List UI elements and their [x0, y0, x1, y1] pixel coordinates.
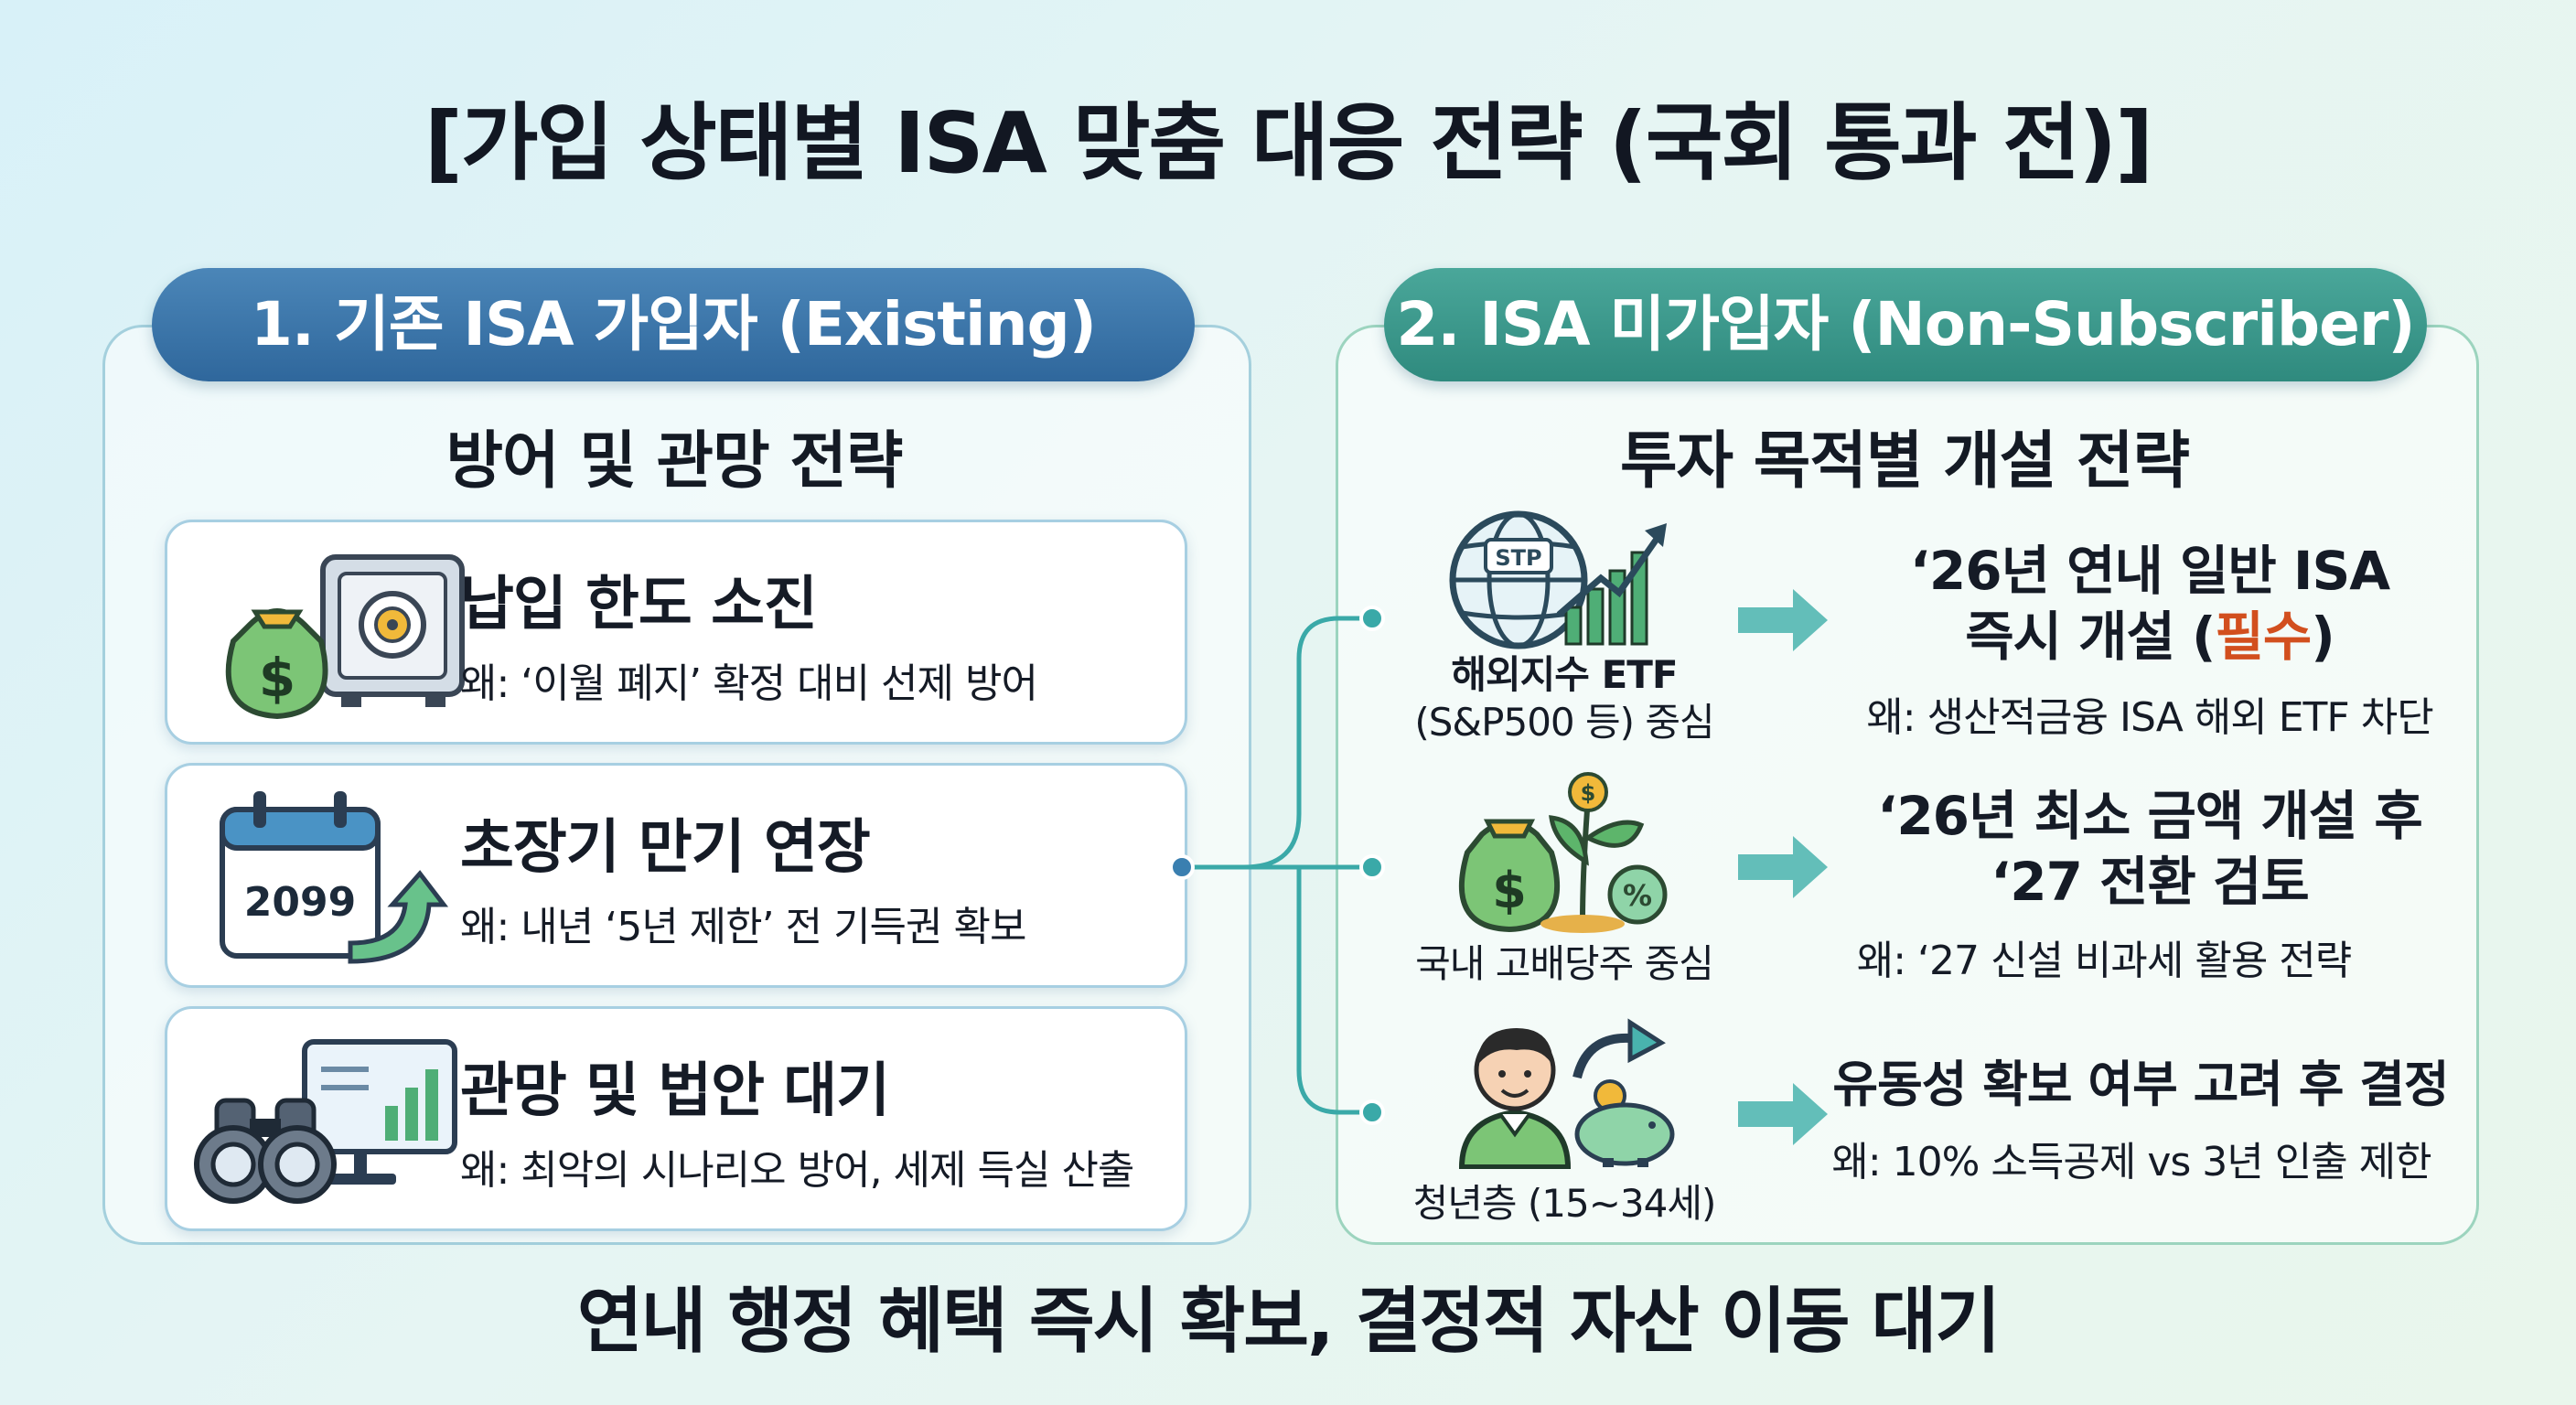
domestic-dividend-label: 국내 고배당주 중심 [1415, 941, 1714, 986]
result-line1: ‘26년 연내 일반 ISA [1909, 540, 2390, 602]
youth-label: 청년층 (15~34세) [1412, 1181, 1717, 1226]
calendar-2099-icon: 2099 [220, 791, 449, 964]
binoculars-monitor-icon [194, 1039, 457, 1204]
card-reason: 왜: 최악의 시나리오 방어, 세제 득실 산출 [460, 1147, 1134, 1194]
result-minimum-opening: ‘26년 최소 금액 개설 후 ‘27 전환 검토 [1820, 783, 2479, 915]
result-line2: ‘27 전환 검토 [1991, 851, 2310, 913]
result-reason: 왜: 생산적금융 ISA 해외 ETF 차단 [1866, 694, 2433, 741]
card-contribution-limit: $ 납입 한도 소진 왜: ‘이월 폐지’ 확정 대비 선제 방어 [165, 520, 1187, 745]
young-person-piggy-bank-icon [1458, 1018, 1675, 1169]
svg-text:$: $ [1492, 862, 1527, 919]
calendar-year-text: 2099 [244, 879, 356, 926]
globe-text: STP [1495, 545, 1541, 571]
result-line1: ‘26년 최소 금액 개설 후 [1877, 785, 2422, 847]
result-general-isa: ‘26년 연내 일반 ISA 즉시 개설 (필수) [1848, 538, 2452, 670]
page-title: [가입 상태별 ISA 맞춤 대응 전략 (국회 통과 전)] [424, 94, 2153, 192]
money-bag-safe-icon: $ [225, 554, 465, 720]
result-liquidity-decision: 유동성 확보 여부 고려 후 결정 [1832, 1056, 2449, 1113]
right-section-heading: 투자 목적별 개설 전략 [1619, 425, 2190, 498]
svg-text:$: $ [1581, 780, 1596, 806]
svg-text:%: % [1623, 878, 1652, 913]
money-plant-icon: $ $ % [1458, 772, 1668, 933]
bottom-summary: 연내 행정 혜택 즉시 확보, 결정적 자산 이동 대기 [576, 1281, 2001, 1363]
non-subscriber-header: 2. ISA 미가입자 (Non-Subscriber) [1384, 268, 2427, 381]
card-maturity-extension: 2099 초장기 만기 연장 왜: 내년 ‘5년 제한’ 전 기득권 확보 [165, 763, 1187, 988]
result-reason: 왜: 10% 소득공제 vs 3년 인출 제한 [1831, 1139, 2431, 1185]
left-section-heading: 방어 및 관망 전략 [445, 425, 904, 498]
card-title: 납입 한도 소진 [460, 571, 818, 638]
card-title: 관망 및 법안 대기 [460, 1057, 890, 1125]
card-reason: 왜: 내년 ‘5년 제한’ 전 기득권 확보 [460, 904, 1026, 950]
existing-subscriber-header: 1. 기존 ISA 가입자 (Existing) [152, 268, 1195, 381]
result-reason: 왜: ‘27 신설 비과세 활용 전략 [1856, 938, 2353, 984]
svg-text:$: $ [259, 647, 295, 709]
card-wait-for-bill: 관망 및 법안 대기 왜: 최악의 시나리오 방어, 세제 득실 산출 [165, 1006, 1187, 1231]
card-title: 초장기 만기 연장 [460, 814, 871, 882]
label-bold: 해외지수 ETF [1451, 652, 1678, 697]
result-line2: 즉시 개설 (필수) [1965, 606, 2335, 668]
globe-growth-chart-icon: STP [1449, 510, 1667, 649]
required-highlight: 필수 [2215, 606, 2313, 668]
card-reason: 왜: ‘이월 폐지’ 확정 대비 선제 방어 [460, 660, 1038, 707]
overseas-etf-label: 해외지수 ETF (S&P500 등) 중심 [1372, 651, 1756, 746]
label-rest: (S&P500 등) 중심 [1414, 700, 1714, 745]
